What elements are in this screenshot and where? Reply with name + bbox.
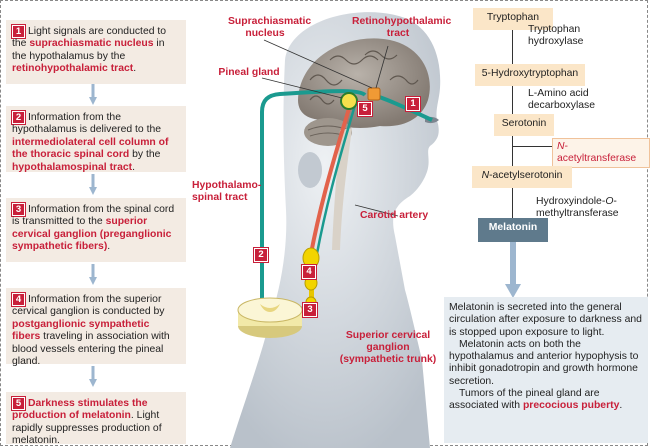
pathway-n-acetylserotonin: N-acetylserotonin (472, 166, 572, 188)
label-pineal-gland: Pineal gland (218, 67, 280, 78)
pineal-gland-marker (340, 92, 358, 110)
info-paragraph-1: Melatonin is secreted into the general c… (449, 302, 642, 338)
label-suprachiasmatic-nucleus: Suprachiasmatic nucleus (228, 16, 312, 39)
step-2-number: 2 (12, 111, 25, 124)
step-3-number: 3 (12, 203, 25, 216)
arrow-step4-to-step5 (89, 366, 97, 387)
marker-4: 4 (302, 265, 316, 279)
brainstem (332, 128, 352, 250)
carotid-artery (306, 104, 352, 271)
label-carotid-artery: Carotid artery (360, 210, 429, 221)
melatonin-info-box: Melatonin is secreted into the general c… (444, 297, 648, 443)
scn-marker (367, 87, 381, 101)
enzyme-tryptophan-hydroxylase: Tryptophan hydroxylase (528, 24, 584, 47)
marker-5: 5 (358, 102, 372, 116)
pathway-line-3 (512, 136, 513, 166)
step-5-number: 5 (12, 397, 25, 410)
step-4-number: 4 (12, 293, 25, 306)
pathway-serotonin: Serotonin (494, 114, 554, 136)
pathway-5-hydroxytryptophan: 5-Hydroxytryptophan (475, 64, 585, 86)
pathway-line-1 (512, 30, 513, 66)
melatonin-arrow (505, 242, 521, 298)
label-hypothalamospinal-tract: Hypothalamo-spinal tract (192, 180, 262, 203)
arrow-step3-to-step4 (89, 264, 97, 285)
info-paragraph-3: Tumors of the pineal gland are associate… (449, 388, 623, 412)
pathway-line-2 (512, 86, 513, 116)
head-illustration (230, 12, 441, 448)
enzyme-n-acetyltransferase: N-acetyltransferase (552, 138, 650, 168)
info-paragraph-2: Melatonin acts on both the hypothalamus … (449, 338, 639, 387)
postganglionic-fiber (312, 104, 357, 271)
enzyme-link-3 (512, 146, 552, 147)
arrow-step2-to-step3 (89, 174, 97, 195)
step-1-number: 1 (12, 25, 25, 38)
pathway-line-4 (512, 188, 513, 218)
marker-2: 2 (254, 248, 268, 262)
arrow-step1-to-step2 (89, 84, 97, 105)
spinal-cord-section (237, 297, 303, 338)
enzyme-amino-acid-decarboxylase: L-Amino acid decarboxylase (528, 88, 596, 111)
pathway-tryptophan: Tryptophan (473, 8, 553, 30)
label-retinohypothalamic-tract: Retinohypothalamic tract (352, 16, 452, 39)
marker-3: 3 (303, 303, 317, 317)
enzyme-hydroxyindole-o-methyltransferase: Hydroxyindole-O-methyltransferase (536, 196, 619, 219)
ear (298, 152, 322, 188)
marker-1: 1 (406, 97, 420, 111)
label-superior-cervical-ganglion: Superior cervical ganglion (sympathetic … (339, 330, 437, 365)
pathway-melatonin: Melatonin (478, 218, 548, 242)
